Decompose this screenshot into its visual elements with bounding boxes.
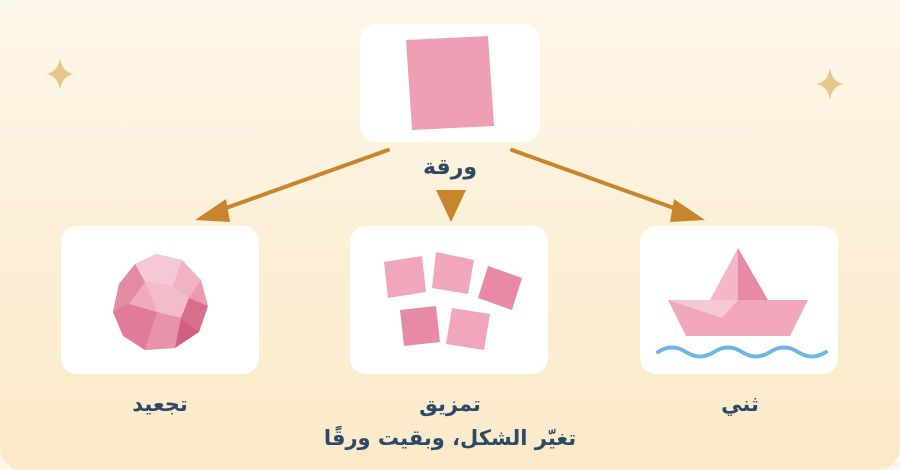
paper-sheet-card [360,24,540,142]
arrow-to-crumple [213,148,390,214]
arrowhead-crumple [195,199,230,222]
tear-card [350,226,548,374]
result-label-crumple: تجعيد [132,392,188,416]
source-label: ورقة [422,155,478,180]
arrowhead-tear [436,190,466,222]
sparkle-icon-left [46,58,74,90]
crumple-card [61,226,259,374]
arrow-to-fold [510,148,687,214]
paper-sheet-icon [406,36,494,130]
caption: تغيّر الشكل، وبقيت ورقًا [323,426,577,450]
result-label-tear: تمزيق [419,392,481,416]
torn-pieces-icon [384,252,522,350]
arrowhead-fold [670,199,705,222]
crumpled-ball-icon [113,254,208,350]
result-label-fold: ثني [721,392,759,416]
paper-boat-icon [656,248,828,359]
water-wave-icon [656,345,828,359]
sparkle-icon-right [816,68,844,100]
fold-card [640,226,838,374]
